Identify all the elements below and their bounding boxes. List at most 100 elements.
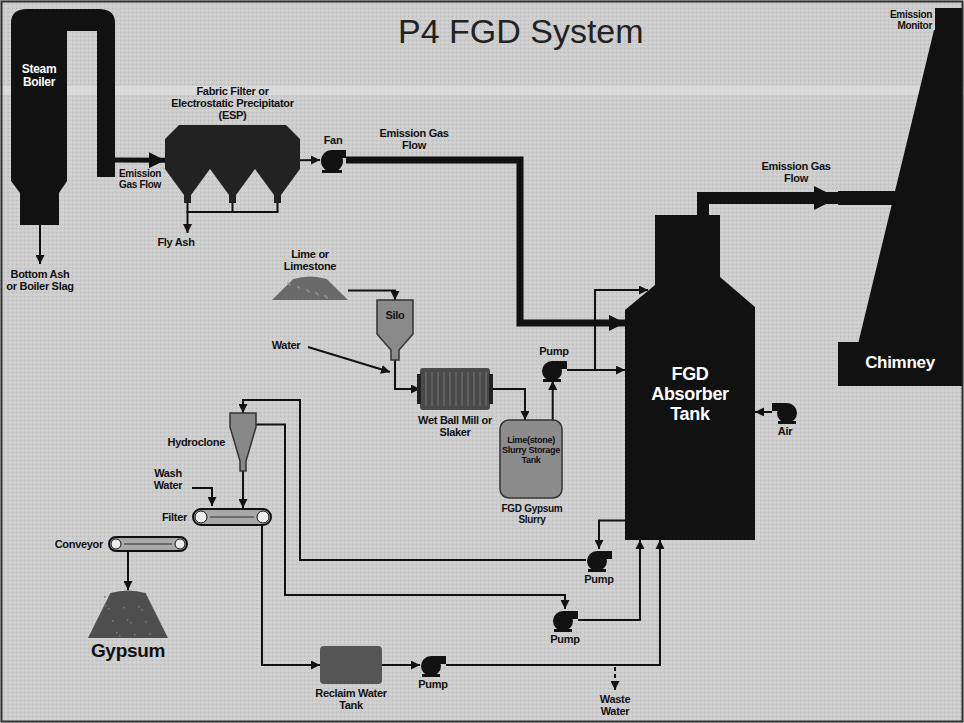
air-blower-outline	[772, 401, 798, 423]
ball-mill-outline	[480, 372, 481, 406]
node-label: Steam Boiler	[11, 63, 67, 89]
pump-outline	[588, 569, 606, 572]
chimney-outline	[858, 30, 962, 344]
filter-belt-outline	[257, 511, 269, 523]
hydroclone-outline	[230, 413, 256, 471]
flow-label: Emission Gas Flow	[376, 127, 452, 151]
pump: Pump	[541, 359, 567, 381]
bottom-ash-chute	[39, 225, 41, 264]
node-label: FGD Absorber Tank	[640, 365, 740, 424]
flow-line-path	[382, 664, 420, 666]
flow-line-path	[346, 160, 625, 323]
reclaim-tank-outline	[320, 646, 382, 684]
flow-line	[128, 552, 129, 590]
flow-line-path	[552, 381, 554, 420]
lime-pile-outline	[288, 283, 290, 285]
ball-mill-outline	[420, 368, 490, 410]
hydroclone: Hydroclone	[230, 413, 256, 471]
steam-boiler: Steam Boiler	[5, 5, 115, 225]
lime-pile-outline	[315, 292, 317, 294]
precipitator-outline	[210, 169, 255, 203]
ball-mill-outline	[432, 372, 433, 406]
chimney-outline	[838, 342, 962, 386]
pump-outline	[554, 629, 572, 632]
reclaim-tank-outline	[320, 646, 382, 684]
flow-line-path	[755, 411, 772, 413]
node-label: Lime(stone) Slurry Storage Tank	[502, 436, 560, 466]
pump-outline	[552, 361, 567, 369]
gypsum-pile-outline	[149, 633, 151, 635]
flow-line	[382, 665, 420, 666]
fly-ash-chute	[232, 203, 234, 212]
gypsum-pile-outline	[138, 606, 140, 608]
lime-pile-outline	[324, 295, 326, 297]
pump-outline	[543, 379, 561, 382]
gypsum-pile-outline	[123, 607, 125, 609]
filter-belt-outline	[192, 508, 272, 526]
fan-outline	[320, 148, 346, 172]
air-blower: Air	[772, 401, 798, 423]
fly-ash-chute	[187, 212, 189, 233]
filter-belt-outline	[210, 517, 254, 518]
steam-boiler-outline	[11, 9, 115, 225]
flow-line	[755, 411, 772, 412]
lime-pile-outline	[298, 287, 300, 289]
pump-outline	[420, 654, 446, 676]
flow-line	[243, 400, 586, 560]
process-label: Fly Ash	[148, 236, 204, 248]
flow-line-path	[446, 540, 660, 665]
flow-line	[243, 471, 244, 508]
conveyor-outline	[111, 539, 121, 549]
precipitator-outline	[165, 125, 300, 205]
precipitator: Fabric Filter or Electrostatic Precipita…	[165, 125, 300, 205]
lime-pile-outline	[297, 286, 299, 288]
node-label: Fabric Filter or Electrostatic Precipita…	[167, 85, 299, 121]
gypsum-pile-outline	[134, 634, 136, 636]
flow-line	[346, 160, 625, 323]
air-blower-outline	[772, 403, 787, 411]
flow-line-path	[262, 526, 320, 665]
lime-pile-outline	[316, 293, 318, 295]
ball-mill-outline	[444, 372, 445, 406]
gypsum-pile-outline	[116, 632, 118, 634]
process-label: FGD Gypsum Slurry	[494, 503, 570, 525]
node-label: Silo	[375, 309, 415, 321]
node-label: Hydroclone	[155, 436, 225, 448]
node-label: Emission Monitor	[872, 9, 932, 31]
node-label: Filter	[147, 511, 187, 523]
ball-mill-outline	[426, 372, 427, 406]
lime-pile-outline	[272, 276, 348, 300]
wash-water-line	[192, 488, 212, 506]
process-label: Bottom Ash or Boiler Slag	[4, 268, 76, 292]
pump-outline	[431, 656, 446, 664]
fly-ash-chute	[277, 203, 279, 212]
node-label: Air	[767, 425, 803, 437]
steam-boiler-outline	[5, 5, 115, 225]
fan-outline	[332, 150, 346, 158]
flow-line-path	[578, 540, 640, 620]
pump: Pump	[586, 549, 612, 571]
ball-mill-outline	[462, 372, 463, 406]
flow-line	[552, 381, 553, 420]
node-label: Pump	[534, 345, 574, 357]
ball-mill-outline	[489, 374, 493, 404]
chimney-outline	[838, 8, 962, 386]
ball-mill-outline	[420, 368, 490, 410]
fly-ash-chute	[187, 211, 279, 213]
flow-line-path	[599, 521, 625, 550]
gypsum-pile-outline	[105, 605, 107, 607]
conveyor-outline	[109, 537, 187, 551]
waste-water-line	[614, 667, 616, 690]
flow-line	[262, 526, 320, 665]
lime-pile-outline	[287, 282, 289, 284]
lime-pile-outline	[289, 284, 291, 286]
node-label: Wet Ball Mill or Slaker	[407, 414, 503, 438]
lime-pile-outline	[317, 294, 319, 296]
flow-line-path	[490, 389, 525, 420]
